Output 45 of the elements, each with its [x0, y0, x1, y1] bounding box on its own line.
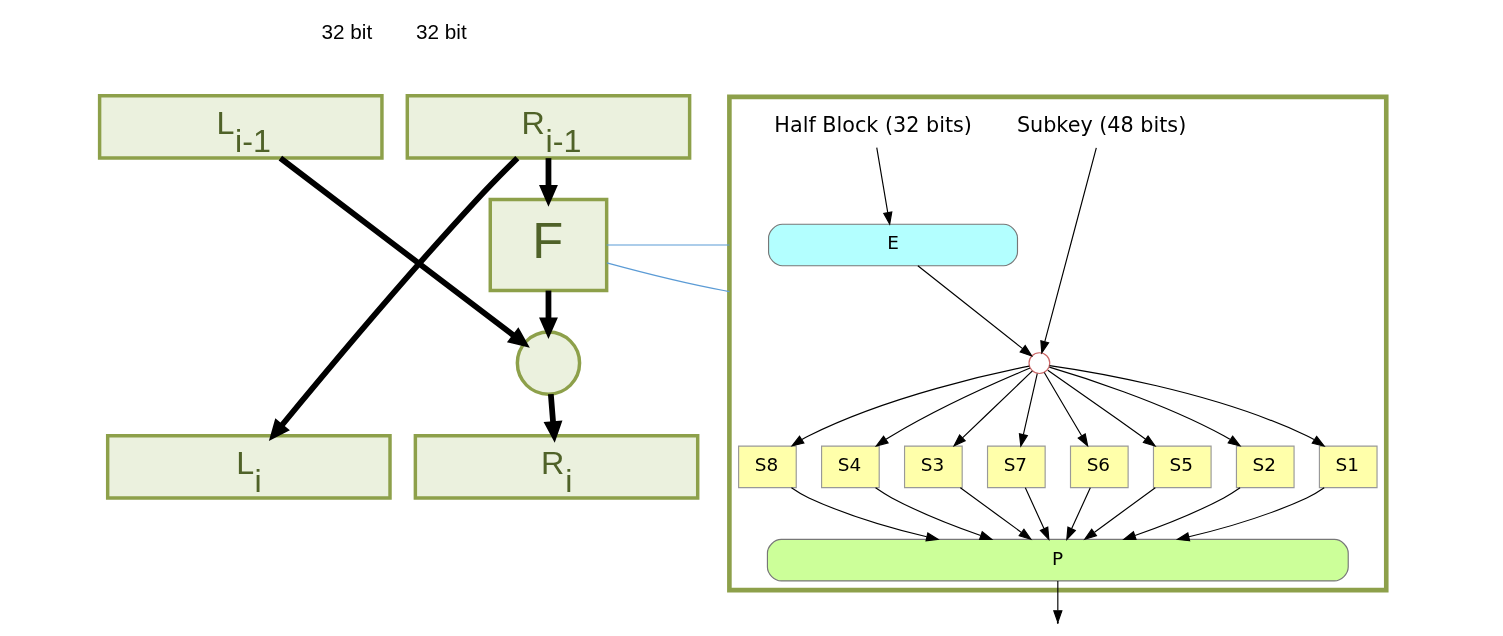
- node-box: S3: [903, 445, 963, 489]
- node-box: S8: [738, 445, 797, 489]
- arrow: [1018, 373, 1038, 448]
- arrow: [539, 290, 558, 339]
- node-box: E: [768, 223, 1019, 267]
- arrow: [959, 487, 1033, 541]
- arrow: [1040, 147, 1097, 355]
- node-box: P: [766, 538, 1349, 582]
- arrow: [875, 487, 994, 540]
- arrow: [1122, 487, 1241, 540]
- arrow: [1052, 580, 1063, 625]
- arrow: [539, 158, 558, 207]
- node-box: S7: [986, 445, 1046, 489]
- node-text: Subkey (48 bits): [1016, 112, 1187, 137]
- node-box: S4: [821, 445, 880, 489]
- node-label: 32 bit: [321, 19, 373, 43]
- arrow: [1048, 365, 1326, 447]
- arrow: [268, 156, 520, 442]
- arrow: [1066, 487, 1091, 541]
- node-text: Half Block (32 bits): [774, 112, 972, 137]
- node-circle: [515, 330, 582, 396]
- arrow: [876, 147, 893, 226]
- node-box: S5: [1152, 445, 1212, 489]
- arrow: [1175, 487, 1325, 542]
- arrow: [952, 370, 1033, 448]
- node-circle: [1028, 352, 1051, 375]
- arrow: [790, 365, 1030, 447]
- arrow: [790, 487, 940, 542]
- arrow: [1083, 487, 1156, 541]
- arrow: [917, 265, 1034, 357]
- node-box: F: [488, 197, 609, 293]
- arrow: [278, 155, 530, 348]
- arrow: [1024, 487, 1050, 541]
- arrow: [1048, 366, 1242, 447]
- cluster: [727, 94, 1389, 593]
- arrow: [1043, 371, 1089, 448]
- connector: [606, 262, 730, 293]
- arrow: [874, 367, 1031, 447]
- node-label: 32 bit: [415, 19, 467, 43]
- arrow: [543, 393, 563, 443]
- connector: [606, 244, 730, 246]
- node-box: S1: [1318, 445, 1378, 489]
- arrow: [1047, 369, 1157, 447]
- node-box: S6: [1069, 445, 1129, 489]
- node-box: S2: [1235, 445, 1295, 489]
